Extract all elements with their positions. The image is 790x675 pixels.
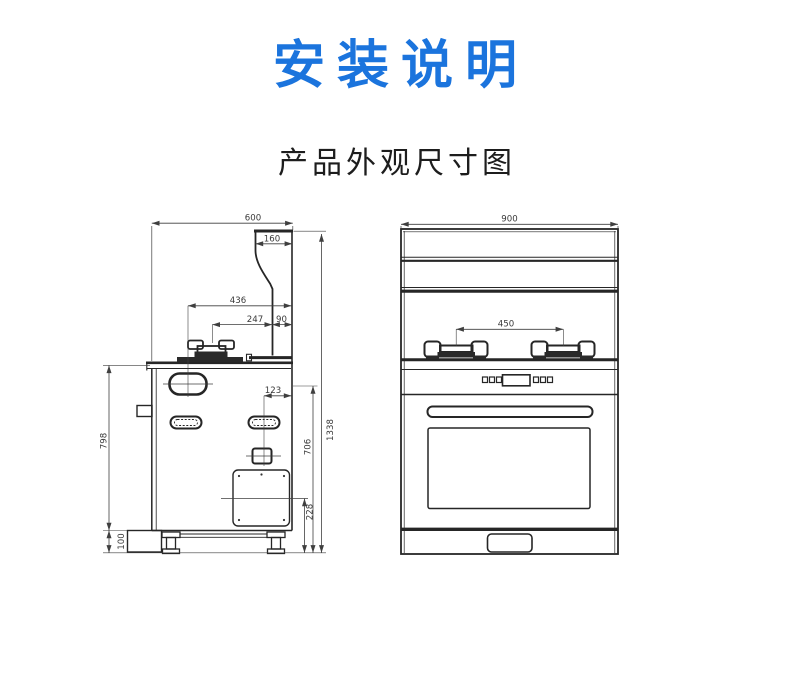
- oven-window: [427, 427, 591, 510]
- side-view-dim-labels: 600 160 436 247 90 123 798 100 706 1338 …: [100, 214, 337, 550]
- front-view-drawing: 900 450: [400, 215, 619, 555]
- page-title: 安装说明: [272, 36, 529, 96]
- bottom-drawer: [486, 533, 533, 553]
- access-panel: [221, 469, 308, 527]
- gas-inlet-box: [246, 447, 281, 465]
- front-outline: [400, 228, 619, 555]
- dim-label-706: 706: [304, 439, 314, 455]
- control-panel: [481, 373, 554, 387]
- dim-label-100: 100: [117, 533, 127, 549]
- dim-label-450: 450: [498, 320, 514, 330]
- section-subtitle: 产品外观尺寸图: [278, 147, 516, 180]
- hood-outline: [245, 229, 293, 531]
- dim-label-1338: 1338: [326, 419, 336, 441]
- side-view-drawing: 600 160 436 247 90 123 798 100 706 1338 …: [100, 214, 337, 555]
- dim-label-247: 247: [247, 315, 263, 325]
- display-window: [501, 373, 531, 387]
- burner-side: [177, 339, 243, 363]
- dim-label-123: 123: [265, 386, 281, 396]
- front-view-dimension-lines: [400, 221, 619, 346]
- drawer-handle: [486, 533, 533, 553]
- body-outline: [136, 368, 292, 532]
- dim-label-90: 90: [276, 315, 287, 325]
- oven-handle: [426, 405, 594, 418]
- dim-label-600: 600: [245, 214, 261, 224]
- dim-label-900: 900: [501, 215, 517, 225]
- dim-label-228: 228: [306, 504, 316, 520]
- oven-door: [426, 405, 594, 510]
- dim-label-798: 798: [100, 433, 110, 449]
- base-and-legs: [126, 529, 286, 555]
- dim-label-436: 436: [230, 296, 246, 306]
- vent-louvers: [169, 415, 281, 430]
- counter-outline: [146, 361, 293, 371]
- side-view-dimension-lines: [103, 220, 326, 554]
- dim-label-160: 160: [264, 234, 280, 244]
- front-view-dim-labels: 900 450: [498, 215, 518, 330]
